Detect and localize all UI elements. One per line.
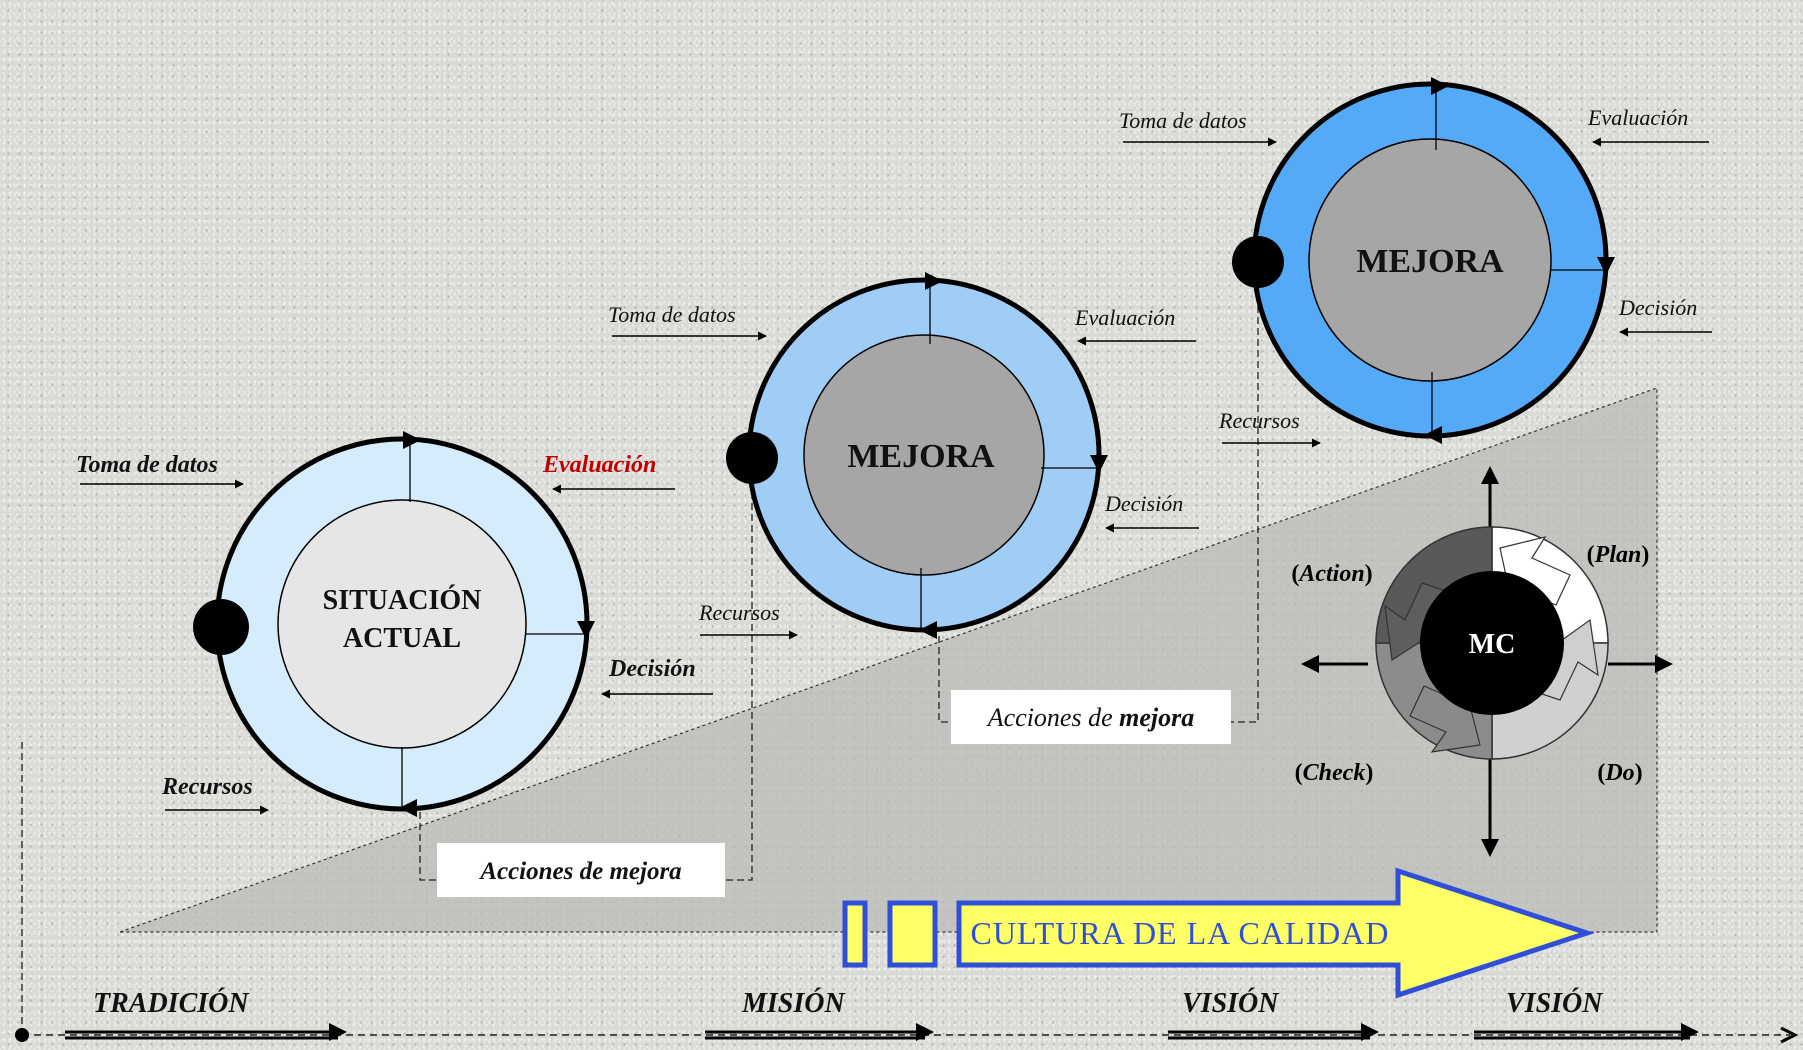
center-label: MEJORA [1356,243,1504,280]
label-decision: Decisión [1618,295,1697,320]
acciones-label: Acciones de mejora [478,858,681,885]
cycle-mejora-3: MEJORA Toma de datos Evaluación Decisión… [1119,77,1712,448]
pdca-wheel-icon [1375,526,1609,760]
block-arrow-icon [842,900,868,968]
center-label-line2: ACTUAL [343,623,461,654]
center-label: MEJORA [847,438,995,475]
timeline: TRADICIÓN MISIÓN VISIÓN VISIÓN [15,988,1799,1044]
cycle-situacion-actual: SITUACIÓN ACTUAL Toma de datos Evaluació… [76,431,713,817]
cycle-mejora-2: MEJORA Toma de datos Evaluación Decisión… [608,272,1199,640]
banner-label: CULTURA DE LA CALIDAD [971,915,1390,951]
label-toma-de-datos: Toma de datos [608,302,736,327]
start-dot [193,599,249,655]
pdca-check-label: (Check) [1295,760,1374,786]
pdca-do-label: (Do) [1597,760,1642,786]
acciones-de-mejora-box-2: Acciones de mejora [951,690,1231,744]
label-evaluacion: Evaluación [1587,105,1688,130]
timeline-vision-1: VISIÓN [1182,988,1280,1019]
label-decision: Decisión [608,656,696,682]
acciones-de-mejora-box-1: Acciones de mejora [437,843,725,897]
label-decision: Decisión [1104,491,1183,516]
acciones-label: Acciones de mejora [986,703,1195,732]
label-recursos: Recursos [1218,408,1300,433]
start-dot [1232,236,1284,288]
cultura-banner: CULTURA DE LA CALIDAD [842,867,1596,999]
label-evaluacion: Evaluación [542,452,656,478]
pdca-center-label: MC [1469,629,1516,660]
start-dot [726,432,778,484]
label-toma-de-datos: Toma de datos [76,452,218,478]
label-recursos: Recursos [161,774,253,800]
timeline-vision-2: VISIÓN [1506,988,1604,1019]
pdca-compass: MC (Plan) (Do) (Check) (Action) [1291,466,1673,857]
pdca-action-label: (Action) [1291,561,1372,587]
pdca-plan-label: (Plan) [1587,542,1650,568]
label-evaluacion: Evaluación [1074,305,1175,330]
timeline-mision: MISIÓN [741,988,846,1019]
label-toma-de-datos: Toma de datos [1119,108,1247,133]
label-recursos: Recursos [698,600,780,625]
block-arrow-icon [956,867,1596,999]
timeline-tradicion: TRADICIÓN [93,988,250,1019]
center-label-line1: SITUACIÓN [323,585,482,616]
